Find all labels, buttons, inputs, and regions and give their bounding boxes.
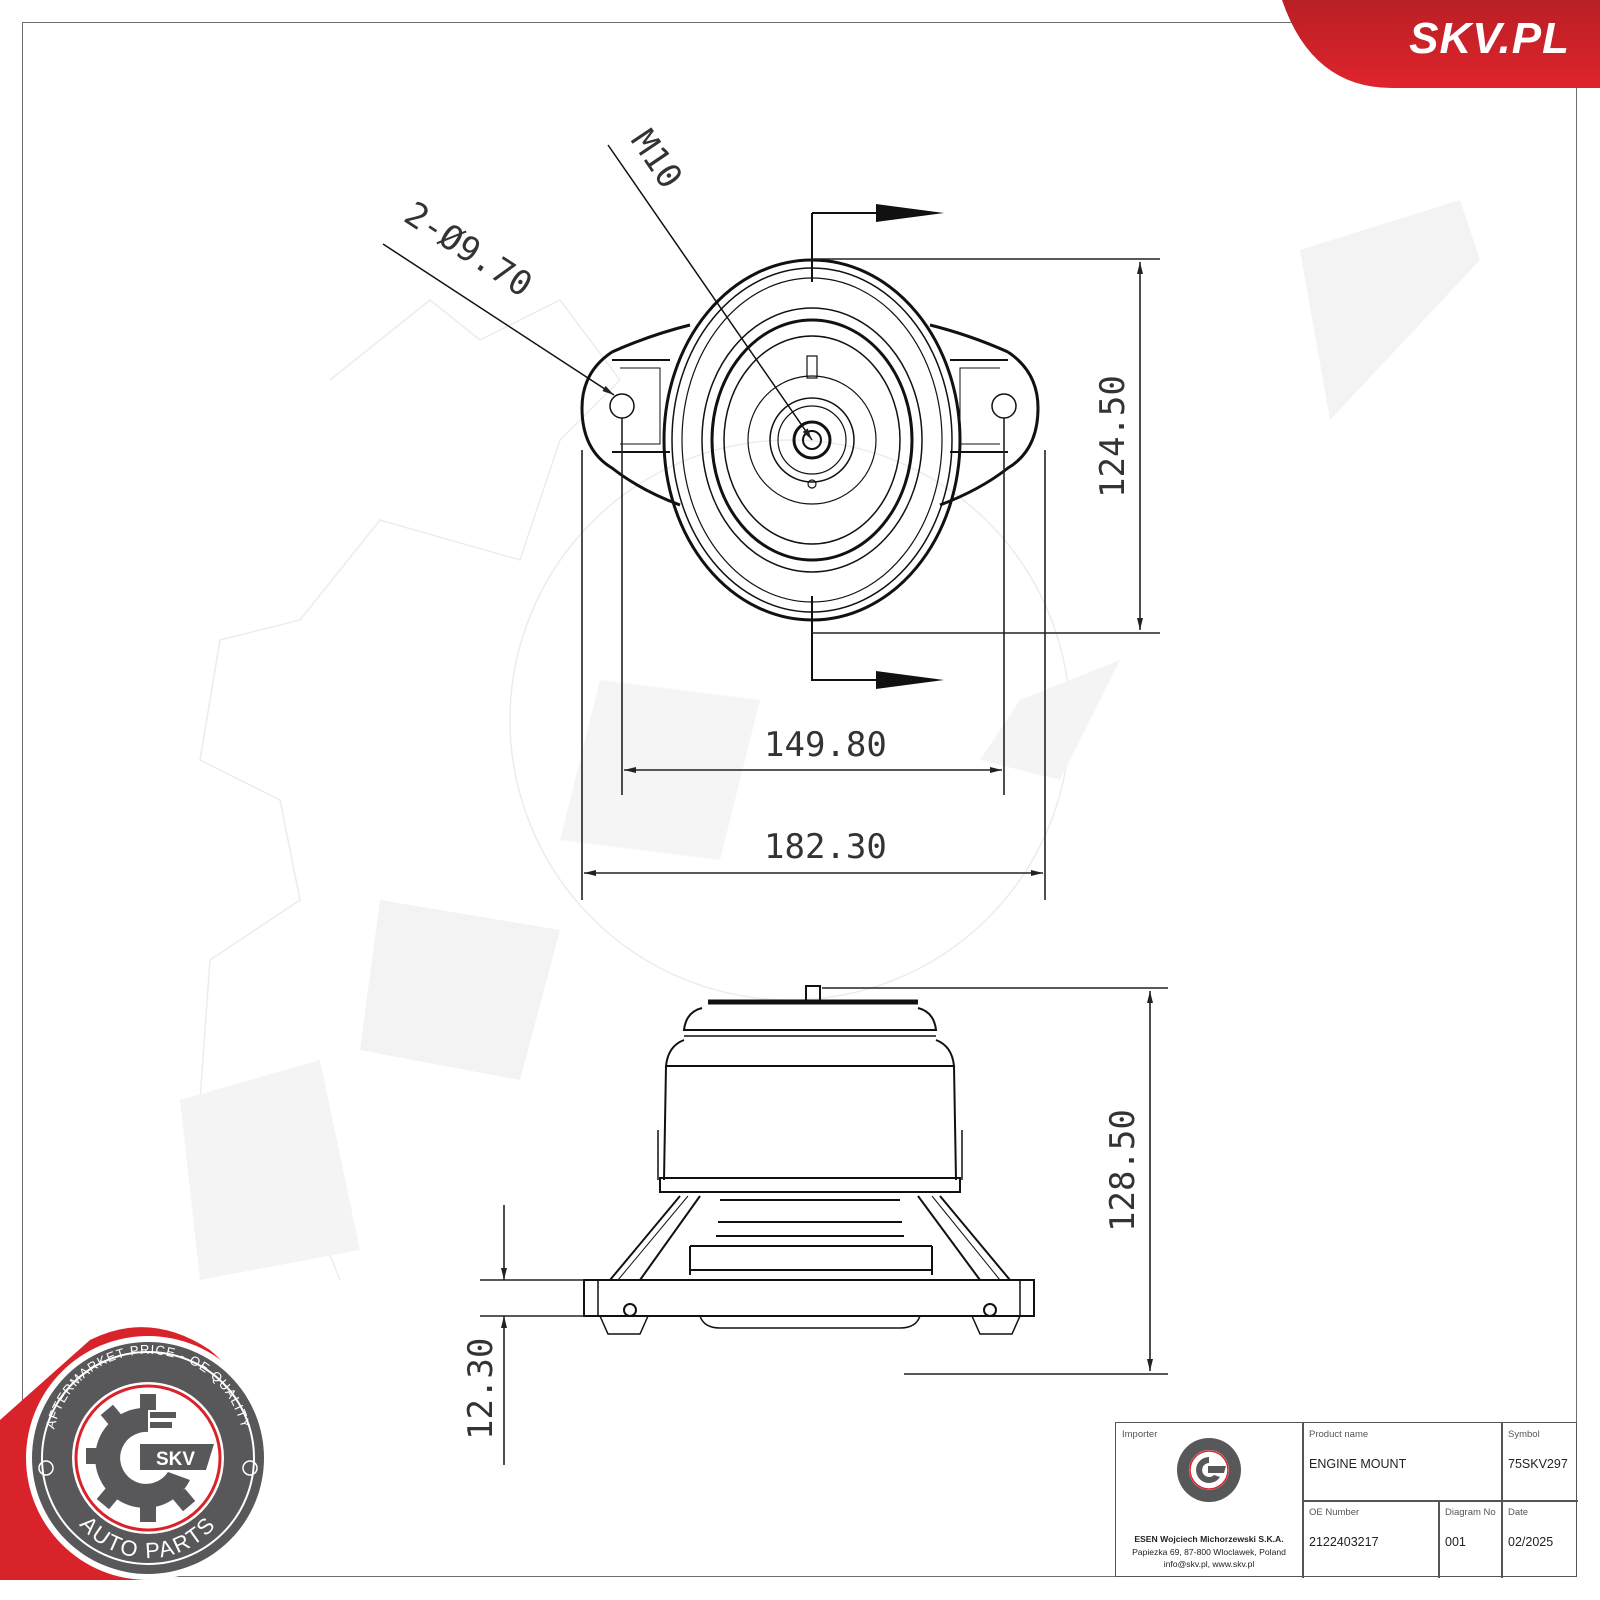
gear-logo-icon [86,1394,214,1522]
oe-number-value: 2122403217 [1309,1535,1379,1549]
section-arrow-bottom-icon [876,671,944,689]
title-block: Importer ESEN Wojciech Michorzewski S.K.… [1115,1422,1578,1578]
importer-logo-icon [1177,1438,1241,1502]
product-name-label: Product name [1309,1429,1369,1440]
date-cell: Date 02/2025 [1502,1501,1578,1578]
brand-ribbon-shape [1282,0,1600,88]
hole-spacing-dimension: 149.80 [764,725,887,765]
symbol-label: Symbol [1508,1429,1540,1440]
date-value: 02/2025 [1508,1535,1554,1549]
brand-banner: SKV.PL [1282,0,1600,88]
symbol-cell: Symbol 75SKV297 [1502,1423,1578,1500]
skv-auto-parts-badge: SKV AFTERMARKET PRICE - OE QUALITY AUTO … [0,1327,270,1580]
section-arrow-top-icon [876,204,944,222]
brand-site-label: SKV.PL [1409,14,1570,63]
diagram-no-label: Diagram No [1445,1507,1496,1518]
oe-number-cell: OE Number 2122403217 [1303,1501,1438,1578]
symbol-value: 75SKV297 [1508,1457,1568,1471]
badge-star-right-icon [242,1460,258,1476]
diagram-no-value: 001 [1445,1535,1466,1549]
overall-height-dimension: 128.50 [1103,1109,1143,1232]
importer-contact: info@skv.pl, www.skv.pl [1163,1559,1255,1569]
flange-thickness-dimension: 12.30 [461,1338,501,1440]
importer-label: Importer [1122,1429,1158,1440]
thread-callout: M10 [623,123,691,196]
diagram-no-cell: Diagram No 001 [1439,1501,1501,1578]
oe-number-label: OE Number [1309,1507,1360,1518]
side-view [583,985,1035,1335]
badge-star-left-icon [38,1460,54,1476]
importer-cell: Importer ESEN Wojciech Michorzewski S.K.… [1116,1423,1302,1578]
hole-callout: 2-Ø9.70 [397,194,539,306]
overall-width-dimension: 182.30 [764,827,887,867]
height-dimension: 124.50 [1093,375,1133,498]
watermark [180,200,1480,1281]
importer-address: Papiezka 69, 87-800 Wloclawek, Poland [1132,1546,1286,1557]
importer-company: ESEN Wojciech Michorzewski S.K.A. [1134,1534,1284,1544]
top-view [580,212,1040,681]
date-label: Date [1508,1507,1529,1518]
product-name-value: ENGINE MOUNT [1309,1457,1407,1471]
product-name-cell: Product name ENGINE MOUNT [1303,1423,1501,1500]
callout-leaders [382,144,813,441]
importer-details: ESEN Wojciech Michorzewski S.K.A. Papiez… [1116,1533,1302,1571]
badge-center-text: SKV [156,1449,195,1470]
drawing-frame [22,22,1577,1577]
